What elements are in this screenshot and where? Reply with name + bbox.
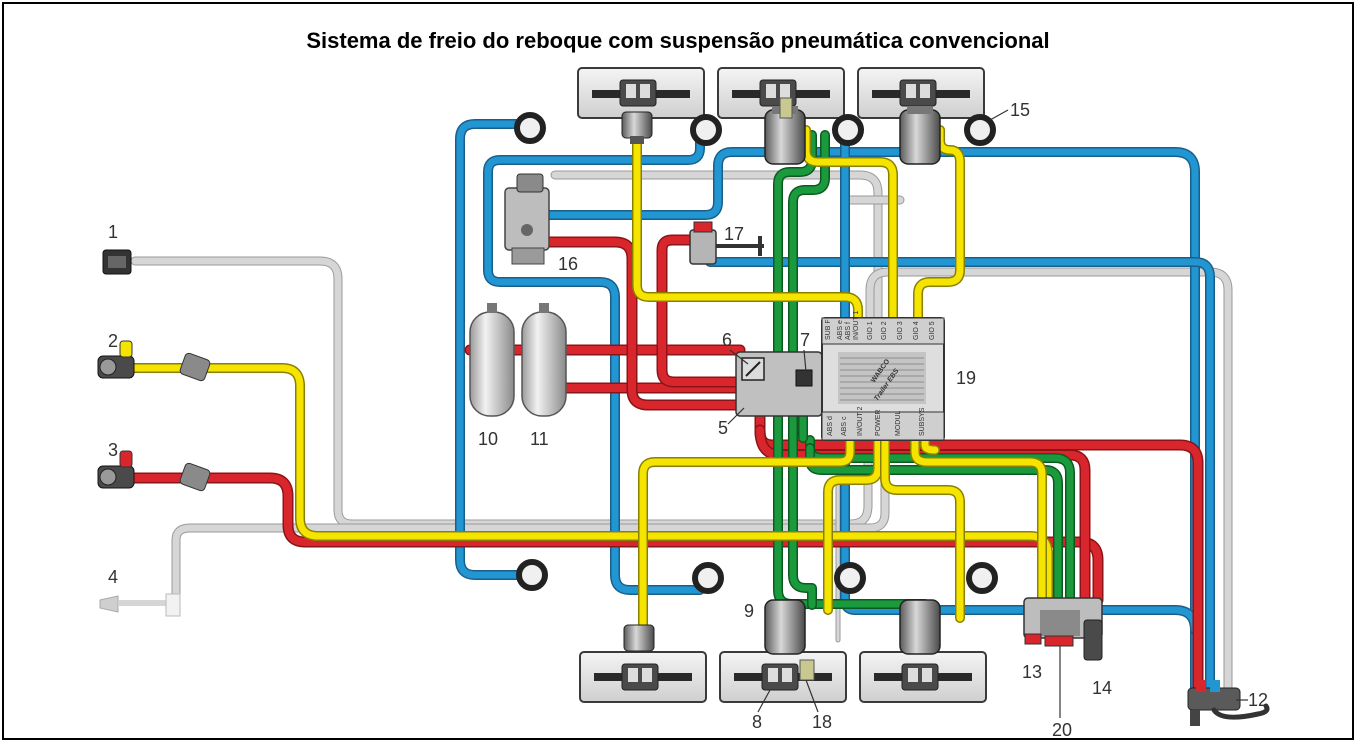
callout-8: 8	[752, 712, 762, 732]
air-bellow-top-2	[690, 114, 722, 146]
leader-lines	[727, 109, 1248, 718]
air-tank-11	[521, 303, 567, 417]
red-lines	[129, 234, 1204, 701]
spring-brake-chamber-top-2	[899, 106, 941, 165]
callout-19: 19	[956, 368, 976, 388]
ecu-port: GIO 3	[897, 321, 904, 340]
wheel-plate-top-3	[857, 67, 985, 119]
levelling-valve-16	[504, 173, 550, 265]
air-bellows	[514, 112, 998, 594]
callout-2: 2	[108, 331, 118, 351]
valve-7	[795, 369, 813, 387]
wheel-plate-top-1	[577, 67, 705, 119]
callout-20: 20	[1052, 720, 1072, 740]
air-bellow-bottom-right	[966, 562, 998, 594]
knob-14	[1083, 619, 1103, 661]
callout-3: 3	[108, 440, 118, 460]
wheel-plate-bottom-3	[859, 651, 987, 703]
line-filter-yellow	[179, 352, 211, 382]
brake-chambers-bottom	[623, 599, 941, 681]
spring-brake-chamber-bottom-1	[764, 599, 815, 681]
coupling-head-red-3	[97, 450, 211, 492]
ecu-port: SUBSYS	[919, 407, 926, 436]
air-bellow-bottom-left	[516, 559, 548, 591]
callout-1: 1	[108, 222, 118, 242]
callout-7: 7	[800, 330, 810, 350]
wheel-plate-bottom-2	[719, 651, 847, 703]
couplings	[97, 249, 211, 617]
trailer-ebs-modulator	[735, 351, 823, 417]
electrical-connector-1	[102, 249, 132, 275]
ecu-port: ABS d	[827, 416, 834, 436]
valve-block-13-14-20	[1023, 597, 1103, 661]
callout-5: 5	[718, 418, 728, 438]
ecu-port: ABS f	[845, 322, 852, 340]
ecu-top-ports: SUB F ABS e ABS f IN/OUT 1 GIO 1 GIO 2 G…	[825, 310, 936, 340]
valve-12	[1187, 680, 1270, 726]
brake-chamber-diaphragm-bottom	[623, 624, 655, 652]
callout-9: 9	[744, 601, 754, 621]
callout-14: 14	[1092, 678, 1112, 698]
spring-brake-chamber-bottom-2	[899, 599, 941, 655]
callout-11: 11	[530, 429, 549, 449]
air-bellow-top-right	[964, 114, 996, 146]
air-bellow-top-left	[514, 112, 546, 144]
gray-line	[131, 257, 872, 528]
diagram-title: Sistema de freio do reboque com suspensã…	[306, 28, 1050, 53]
wheel-plate-top-2	[717, 67, 845, 119]
callout-10: 10	[478, 429, 498, 449]
ecu-port: GIO 5	[929, 321, 936, 340]
callout-labels: 1 2 3 4 5 6 7 8 9 10 11 12 13 14 15 16 1…	[108, 100, 1268, 740]
ecu-bottom-ports: ABS d ABS c IN/OUT 2 POWER MODUL SUBSYS	[827, 406, 926, 436]
callout-4: 4	[108, 567, 118, 587]
ecu-port: IN/OUT 2	[857, 406, 864, 436]
connector-plug-4	[99, 593, 181, 617]
ecu-port: ABS e	[837, 320, 844, 340]
air-bellow-top-3	[832, 114, 864, 146]
valve-17	[689, 221, 764, 265]
ecu-port: GIO 4	[913, 321, 920, 340]
wheel-plates-bottom	[579, 651, 987, 703]
ecu-port: SUB F	[825, 319, 832, 340]
ebs-ecu-19: WABCO Trailer EBS SUB F ABS e ABS f IN/O…	[821, 310, 945, 441]
brake-chambers-top	[621, 97, 941, 165]
callout-17: 17	[724, 224, 744, 244]
callout-15: 15	[1010, 100, 1030, 120]
gray-lines	[130, 170, 1233, 700]
wheel-plate-bottom-1	[579, 651, 707, 703]
callout-13: 13	[1022, 662, 1042, 682]
callout-6: 6	[722, 330, 732, 350]
ecu-port: IN/OUT 1	[853, 310, 860, 340]
callout-16: 16	[558, 254, 578, 274]
air-bellow-bottom-3	[834, 562, 866, 594]
brake-chamber-diaphragm-top	[621, 111, 653, 144]
ecu-port: POWER	[875, 410, 882, 436]
coupling-head-yellow-2	[97, 340, 211, 382]
callout-12: 12	[1248, 690, 1268, 710]
air-tanks	[469, 303, 567, 417]
ecu-port: MODUL	[895, 411, 902, 436]
ecu-port: ABS c	[841, 416, 848, 436]
ecu-port: GIO 2	[881, 321, 888, 340]
line-filter-red	[179, 462, 211, 492]
ecu-port: GIO 1	[867, 321, 874, 340]
wheel-plates-top	[577, 67, 985, 119]
air-bellow-bottom-2	[692, 562, 724, 594]
spring-brake-chamber-top-1	[764, 97, 806, 165]
red-button-13	[1024, 633, 1042, 645]
pipes	[115, 119, 1233, 701]
callout-18: 18	[812, 712, 832, 732]
gray-line-coupling	[172, 416, 889, 604]
air-tank-10	[469, 303, 515, 417]
